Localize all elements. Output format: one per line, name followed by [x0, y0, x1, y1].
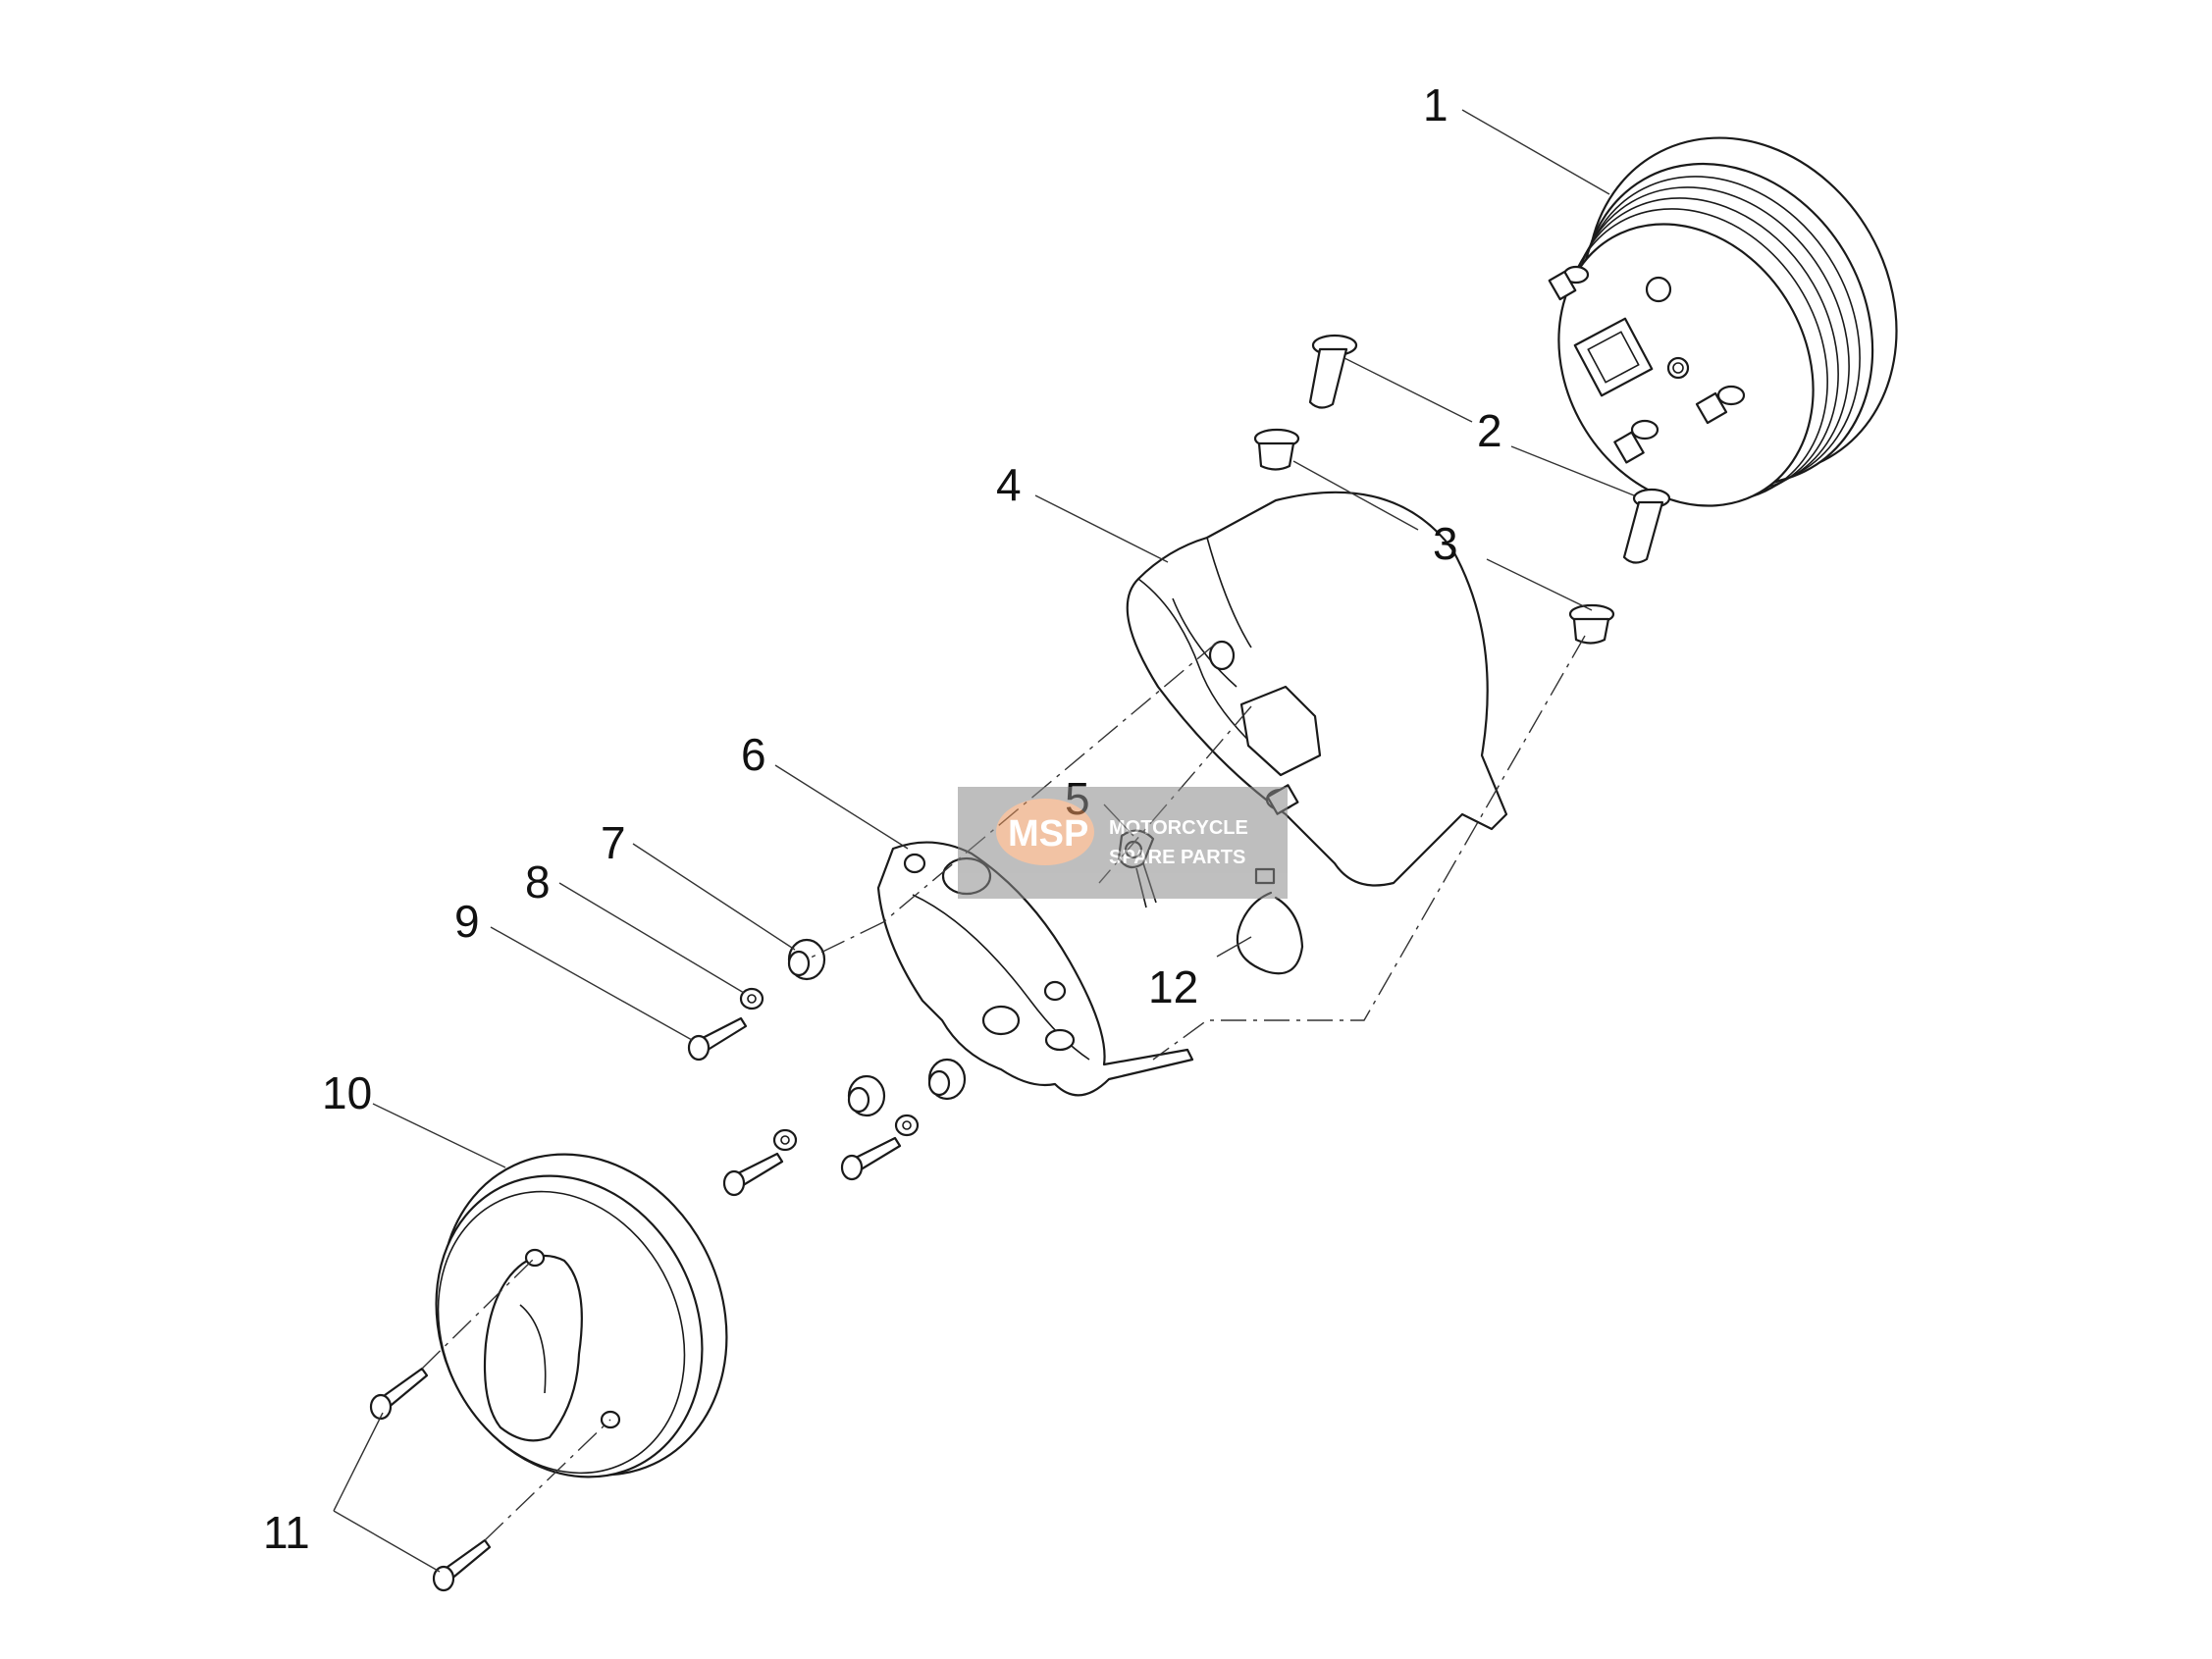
watermark-line1: MOTORCYCLE — [1109, 817, 1248, 839]
watermark-line2: SPARE PARTS — [1109, 847, 1245, 868]
callout-8: 8 — [525, 856, 551, 907]
part-3-bushes — [1253, 428, 1615, 645]
watermark-badge-text: MSP — [1008, 813, 1088, 855]
part-11-screws — [369, 1367, 492, 1592]
part-7-grommets — [787, 938, 967, 1117]
part-2-pins — [1308, 334, 1671, 564]
part-8-washers — [739, 987, 920, 1152]
callout-12: 12 — [1148, 961, 1198, 1012]
callout-4: 4 — [996, 459, 1022, 510]
callout-labels: 1 2 3 4 5 6 7 8 9 10 11 12 — [263, 79, 1502, 1558]
callout-7: 7 — [601, 817, 626, 868]
watermark: MSP MOTORCYCLE SPARE PARTS — [958, 787, 1288, 899]
part-4-housing — [1126, 491, 1508, 887]
callout-9: 9 — [454, 896, 480, 947]
part-9-screws — [687, 1016, 902, 1197]
callout-11: 11 — [263, 1507, 310, 1558]
watermark-badge — [996, 799, 1094, 865]
callout-10: 10 — [322, 1067, 372, 1118]
part-1-instrument-cluster — [1548, 136, 1898, 507]
callout-1: 1 — [1423, 79, 1448, 130]
callout-2: 2 — [1477, 405, 1502, 456]
callout-6: 6 — [741, 729, 766, 780]
leader-lines — [333, 109, 1635, 1573]
callout-3: 3 — [1433, 518, 1458, 569]
part-10-bezel — [435, 1153, 728, 1478]
